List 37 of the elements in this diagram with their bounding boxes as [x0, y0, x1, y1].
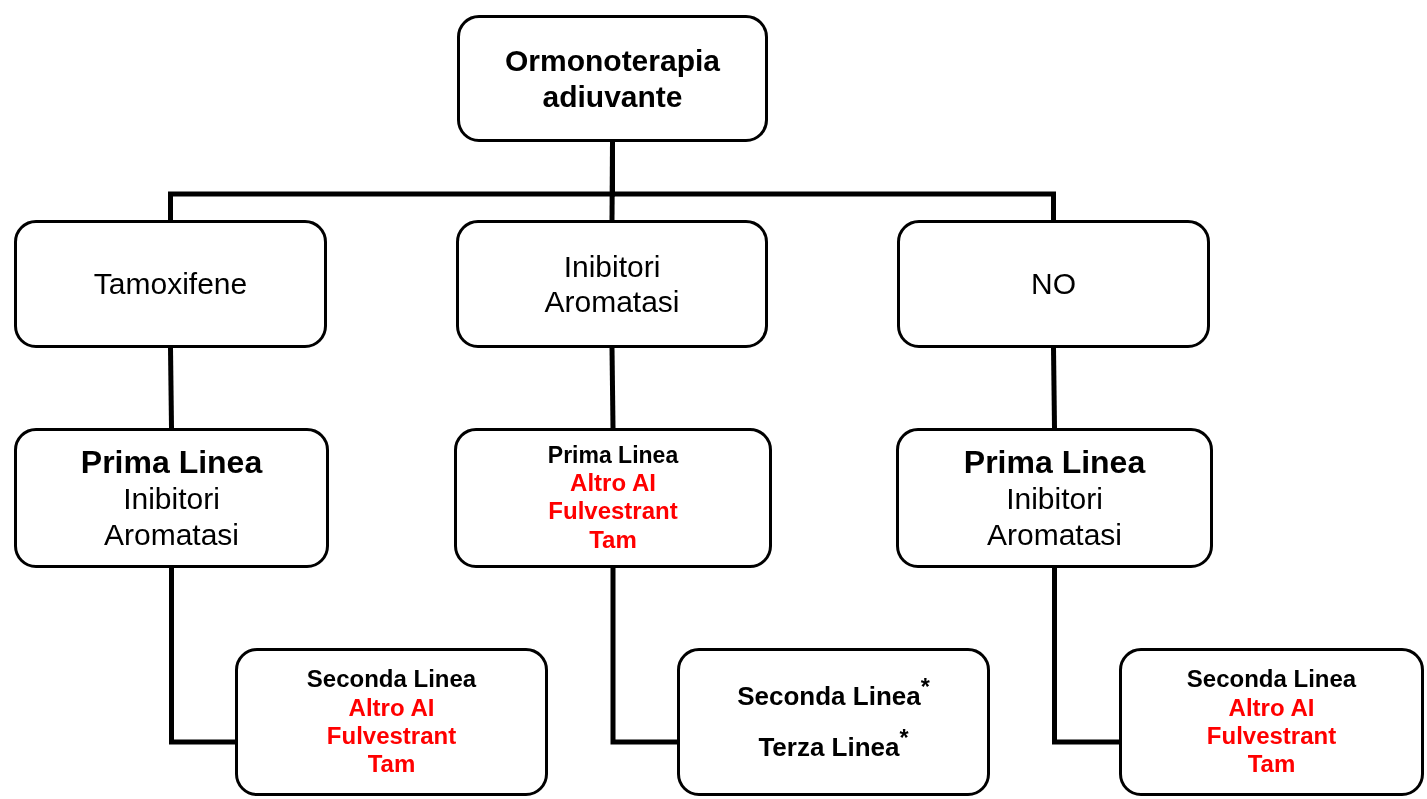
- connector-line: [610, 568, 677, 745]
- node-text: Tam: [589, 525, 637, 555]
- node-text: Fulvestrant: [1206, 722, 1337, 751]
- node-text: Tamoxifene: [93, 266, 248, 302]
- node-text: Seconda Linea: [1186, 665, 1357, 694]
- node-text: Inibitori Aromatasi: [543, 248, 681, 320]
- connector-line: [609, 347, 616, 429]
- node-text: Tam: [367, 750, 416, 779]
- node-text: Altro AI: [570, 469, 656, 498]
- node-text: Prima Linea: [80, 443, 263, 482]
- connector-line: [169, 568, 235, 745]
- process-box: [897, 220, 1210, 348]
- process-box: [14, 220, 327, 348]
- node-text: Prima Linea: [547, 441, 679, 470]
- title-text: Ormonoterapia adiuvante: [503, 43, 721, 114]
- process-box: [1119, 648, 1424, 796]
- node-text: Tam: [1247, 750, 1296, 779]
- node-text: Prima Linea: [963, 443, 1146, 482]
- node-text: Inibitori Aromatasi: [985, 481, 1123, 553]
- node-text: Altro AI: [348, 693, 435, 722]
- node-text: Inibitori Aromatasi: [102, 481, 240, 553]
- connector-line: [168, 347, 174, 429]
- node-text: Altro AI: [1228, 693, 1315, 722]
- connector-line: [1052, 568, 1119, 745]
- node-text: Fulvestrant: [326, 722, 457, 751]
- process-box: [235, 648, 548, 796]
- node-text: Fulvestrant: [548, 497, 678, 526]
- node-text: NO: [1031, 266, 1076, 302]
- process-box: [454, 428, 772, 568]
- process-box: [677, 648, 990, 796]
- process-box: [456, 220, 768, 348]
- connector-line: [1051, 347, 1057, 429]
- connector-line: [610, 142, 1056, 220]
- process-box: [14, 428, 329, 568]
- process-box: [896, 428, 1213, 568]
- process-box: [457, 15, 768, 142]
- node-text: Seconda Linea: [306, 665, 477, 694]
